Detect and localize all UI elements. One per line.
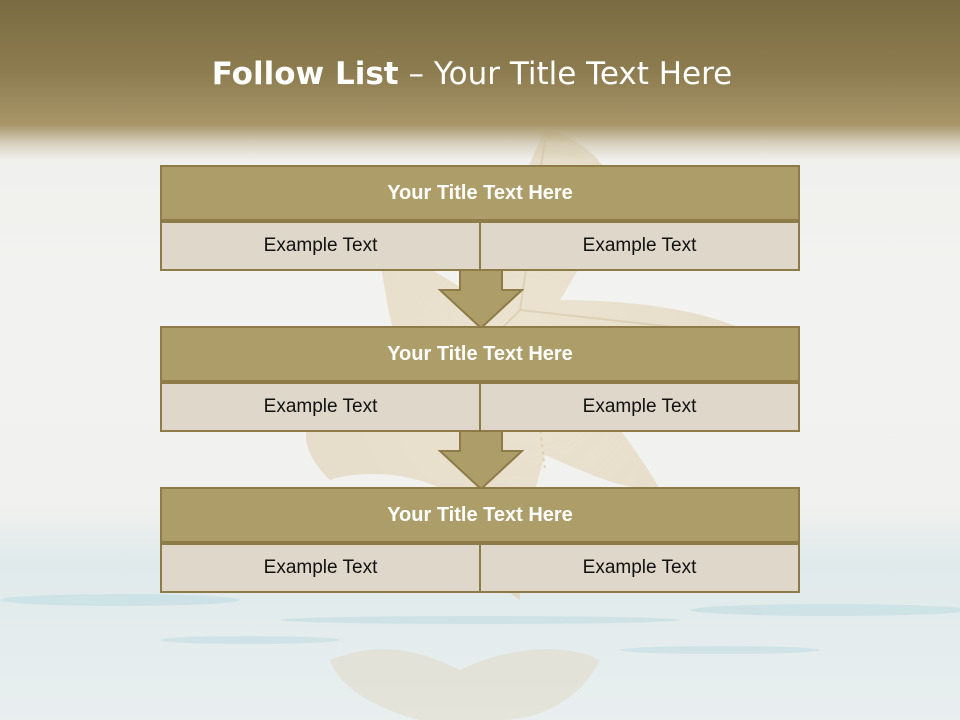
step-title: Your Title Text Here bbox=[160, 487, 800, 543]
step-cell-right: Example Text bbox=[480, 221, 800, 271]
header-band bbox=[0, 0, 960, 160]
slide-title: Follow List – Your Title Text Here bbox=[0, 56, 944, 92]
step-title: Your Title Text Here bbox=[160, 326, 800, 382]
step-block-3: Your Title Text Here Example Text Exampl… bbox=[160, 487, 800, 593]
step-block-2: Your Title Text Here Example Text Exampl… bbox=[160, 326, 800, 432]
step-cell-left: Example Text bbox=[160, 221, 480, 271]
step-cell-left: Example Text bbox=[160, 543, 480, 593]
slide-title-bold: Follow List bbox=[211, 56, 399, 92]
step-cell-right: Example Text bbox=[480, 382, 800, 432]
down-arrow-icon bbox=[438, 270, 524, 330]
down-arrow-icon bbox=[438, 431, 524, 491]
step-title: Your Title Text Here bbox=[160, 165, 800, 221]
step-cell-right: Example Text bbox=[480, 543, 800, 593]
step-block-1: Your Title Text Here Example Text Exampl… bbox=[160, 165, 800, 271]
step-cell-left: Example Text bbox=[160, 382, 480, 432]
slide-title-rest: – Your Title Text Here bbox=[398, 56, 733, 92]
